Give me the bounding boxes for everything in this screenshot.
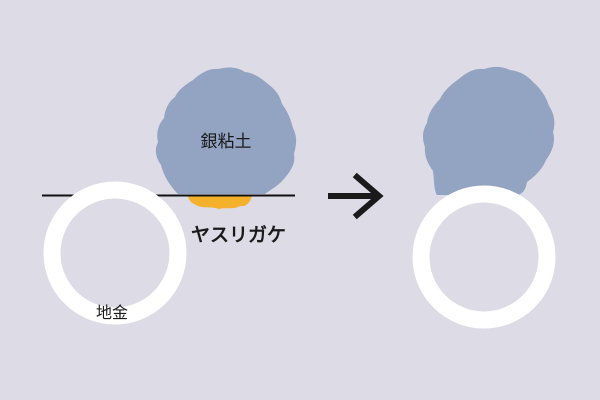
filings-label: ヤスリガケ xyxy=(191,224,286,246)
ring-base-label: 地金 xyxy=(96,303,128,322)
filings-bottom xyxy=(188,196,252,209)
arrow-right-icon xyxy=(328,172,384,220)
clay-blob-before xyxy=(155,67,297,194)
ring-after-circle xyxy=(412,185,556,329)
after-panel xyxy=(412,66,556,329)
clay-label: 銀粘土 xyxy=(201,132,252,152)
before-panel: 銀粘土 ヤスリガケ 地金 xyxy=(42,67,297,325)
ring-base-circle xyxy=(43,181,187,325)
clay-blob-after xyxy=(422,66,555,195)
